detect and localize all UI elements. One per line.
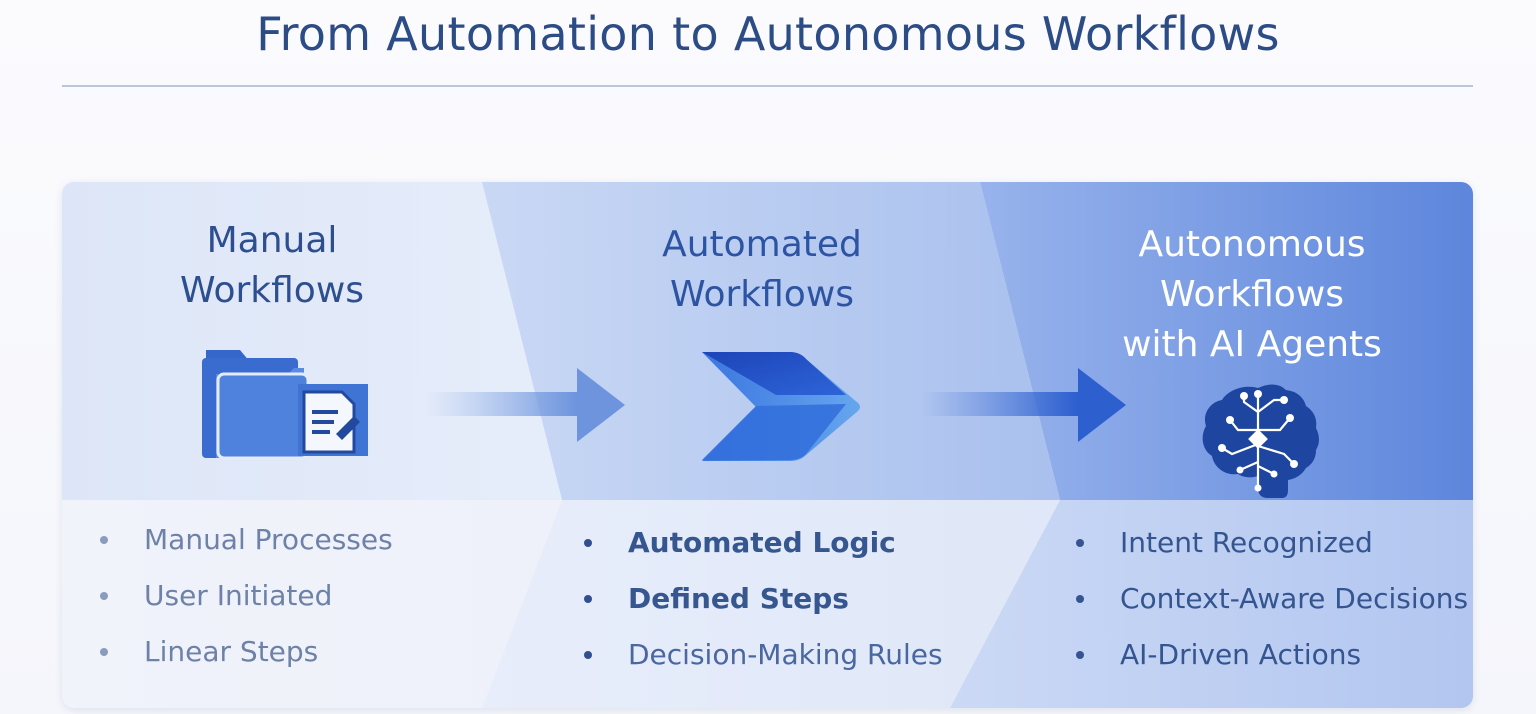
bullet-list-automated: Automated Logic Defined Steps Decision-M…: [584, 515, 943, 683]
page-title: From Automation to Autonomous Workflows: [256, 7, 1280, 61]
bullet-dot: [584, 595, 592, 603]
folder-document-icon: [200, 344, 372, 468]
stage-title-line: Autonomous: [1138, 224, 1366, 265]
bullet-label: User Initiated: [144, 579, 333, 612]
bullet-label: Intent Recognized: [1120, 526, 1373, 559]
bullet-dot: [100, 648, 108, 656]
list-item: User Initiated: [100, 568, 393, 624]
stage-title-line: Automated: [662, 224, 862, 265]
list-item: Decision-Making Rules: [584, 627, 943, 683]
stage-title-autonomous: Autonomous Workflows with AI Agents: [1092, 220, 1412, 370]
stage-title-line: Workflows: [179, 270, 365, 311]
ai-brain-icon: [1200, 382, 1322, 508]
bullet-dot: [1076, 595, 1084, 603]
list-item: Linear Steps: [100, 624, 393, 680]
right-arrow-icon: [922, 368, 1128, 446]
bullet-label: Context-Aware Decisions: [1120, 582, 1469, 615]
list-item: Intent Recognized: [1076, 515, 1468, 571]
title-divider: [62, 85, 1473, 87]
list-item: AI-Driven Actions: [1076, 627, 1468, 683]
list-item: Manual Processes: [100, 512, 393, 568]
bullet-list-manual: Manual Processes User Initiated Linear S…: [100, 512, 393, 680]
bullet-dot: [1076, 539, 1084, 547]
bullet-dot: [1076, 651, 1084, 659]
bullet-label: Automated Logic: [628, 526, 896, 559]
stage-title-line: Manual: [206, 220, 338, 261]
workflow-stages-panel: Manual Workflows Manual Processes User I…: [62, 182, 1473, 708]
bullet-label: Linear Steps: [144, 635, 319, 668]
chevron-automate-icon: [694, 346, 870, 468]
stage-title-automated: Automated Workflows: [612, 220, 912, 320]
bullet-label: Decision-Making Rules: [628, 638, 943, 671]
bullet-list-autonomous: Intent Recognized Context-Aware Decision…: [1076, 515, 1468, 683]
stage-title-line: Workflows: [1159, 274, 1345, 315]
stage-title-line: Workflows: [669, 274, 855, 315]
bullet-dot: [584, 539, 592, 547]
list-item: Defined Steps: [584, 571, 943, 627]
list-item: Context-Aware Decisions: [1076, 571, 1468, 627]
bullet-dot: [100, 536, 108, 544]
bullet-label: Manual Processes: [144, 523, 393, 556]
bullet-label: Defined Steps: [628, 582, 849, 615]
list-item: Automated Logic: [584, 515, 943, 571]
right-arrow-icon: [427, 368, 627, 446]
bullet-label: AI-Driven Actions: [1120, 638, 1362, 671]
stage-title-line: with AI Agents: [1122, 324, 1382, 365]
bullet-dot: [100, 592, 108, 600]
stage-title-manual: Manual Workflows: [122, 216, 422, 316]
bullet-dot: [584, 651, 592, 659]
